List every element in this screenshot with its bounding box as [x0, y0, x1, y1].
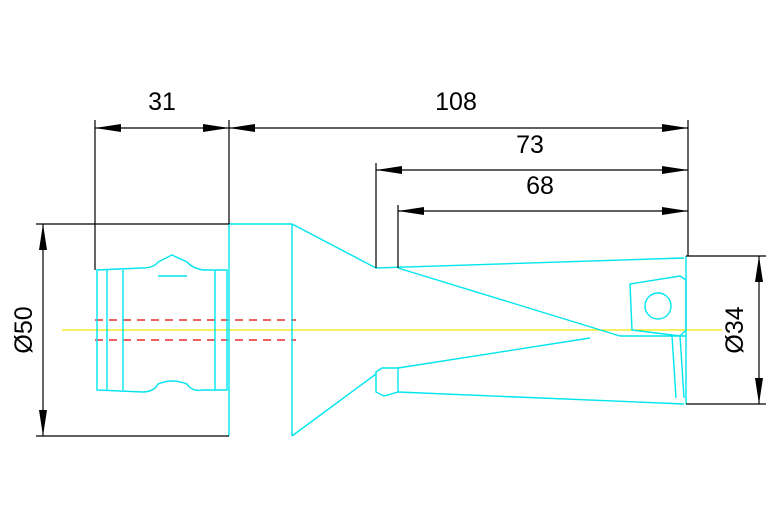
arrow-108-left: [229, 124, 255, 132]
flute-bottom: [397, 337, 591, 369]
tip-edge-lower-2: [679, 335, 685, 399]
insert-screw: [644, 292, 672, 320]
dimension-31: 31: [94, 88, 230, 270]
arrow-68-left: [398, 207, 424, 215]
flute-top: [397, 267, 621, 337]
dim-108-label: 108: [435, 88, 477, 116]
arrow-dia34-top: [755, 256, 763, 282]
dimension-73: 73: [375, 131, 688, 268]
body-bottom-edge: [397, 391, 685, 405]
arrow-68-right: [662, 207, 688, 215]
flange-cone-top: [291, 223, 377, 269]
tip-edge-lower-1: [671, 335, 677, 399]
drill-body: [96, 223, 687, 437]
arrow-108-right: [662, 124, 688, 132]
dimension-dia50: Ø50: [10, 223, 229, 437]
dimension-108: 108: [229, 88, 689, 256]
dimension-dia34: Ø34: [686, 255, 766, 405]
dim-68-label: 68: [526, 172, 554, 200]
dim-dia50-label: Ø50: [10, 306, 38, 353]
dimension-68: 68: [397, 172, 688, 268]
arrow-dia50-bottom: [39, 410, 47, 436]
shank-outline: [96, 254, 228, 393]
insert-outline: [629, 275, 687, 337]
dim-31-label: 31: [148, 88, 176, 116]
arrow-73-left: [376, 166, 402, 174]
arrow-31-left: [95, 124, 121, 132]
arrow-73-right: [662, 166, 688, 174]
arrow-dia34-bottom: [755, 378, 763, 404]
dim-73-label: 73: [516, 131, 544, 159]
dim-dia34-label: Ø34: [721, 306, 749, 353]
body-top-edge: [375, 257, 685, 269]
arrow-dia50-top: [39, 224, 47, 250]
body-lower-outline: [375, 367, 399, 397]
flange-cone-bottom: [291, 373, 377, 437]
arrow-31-right: [203, 124, 229, 132]
